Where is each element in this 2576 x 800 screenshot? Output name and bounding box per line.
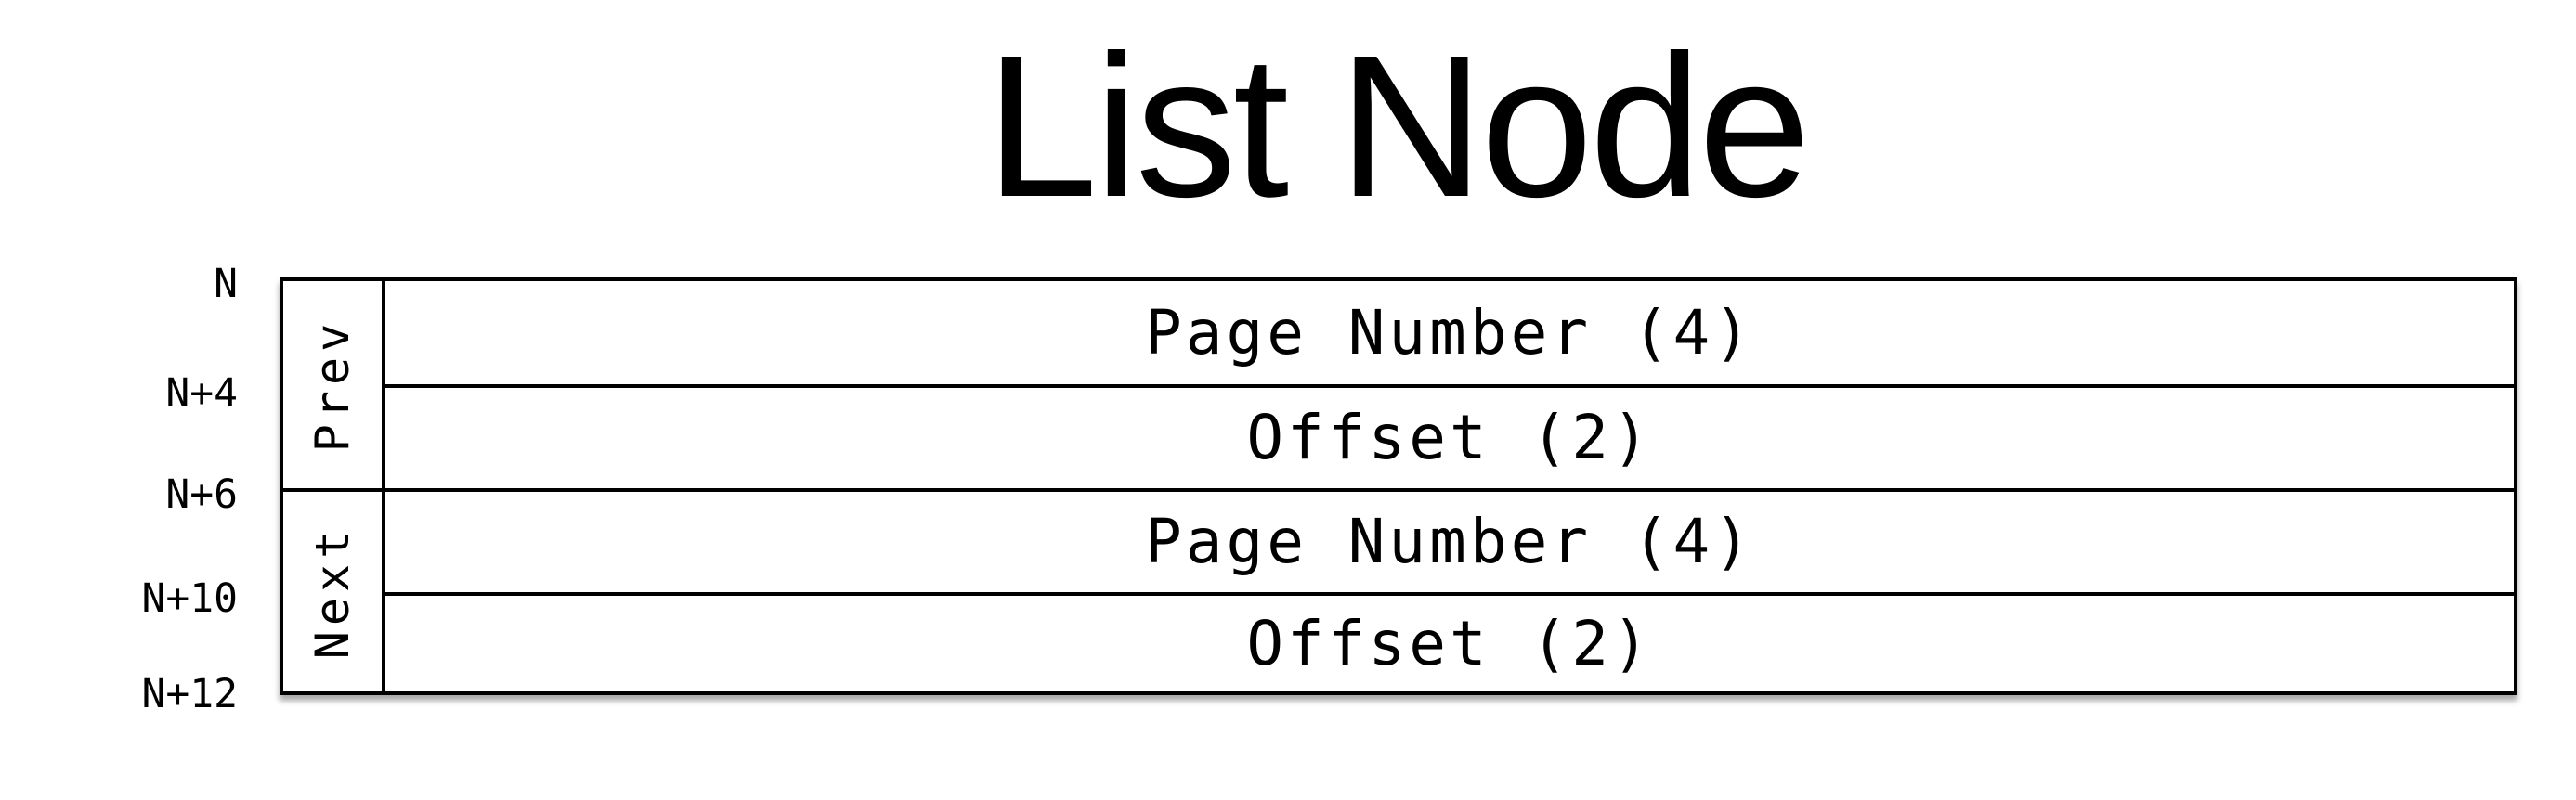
group-divider [283,488,2514,492]
offset-label-n-plus-12: N+12 [141,671,238,717]
prev-group: Prev Page Number (4) Offset (2) [283,281,2514,488]
diagram-title: List Node [985,14,1811,239]
field-divider [385,592,2514,596]
offset-label-n-plus-4: N+4 [165,370,238,417]
next-label: Next [306,524,360,659]
prev-offset-field: Offset (2) [1246,402,1653,473]
next-group: Next Page Number (4) Offset (2) [283,492,2514,691]
offset-label-n-plus-10: N+10 [141,575,238,622]
prev-page-number-field: Page Number (4) [1144,296,1755,368]
offset-label-n: N [214,261,238,307]
prev-label: Prev [306,317,360,452]
next-page-number-field: Page Number (4) [1144,506,1755,577]
next-offset-field: Offset (2) [1246,607,1653,679]
list-node-structure: Prev Page Number (4) Offset (2) Next Pag… [280,277,2517,695]
prev-label-cell: Prev [283,281,385,488]
field-divider [385,384,2514,388]
offset-label-n-plus-6: N+6 [165,471,238,518]
next-label-cell: Next [283,492,385,691]
